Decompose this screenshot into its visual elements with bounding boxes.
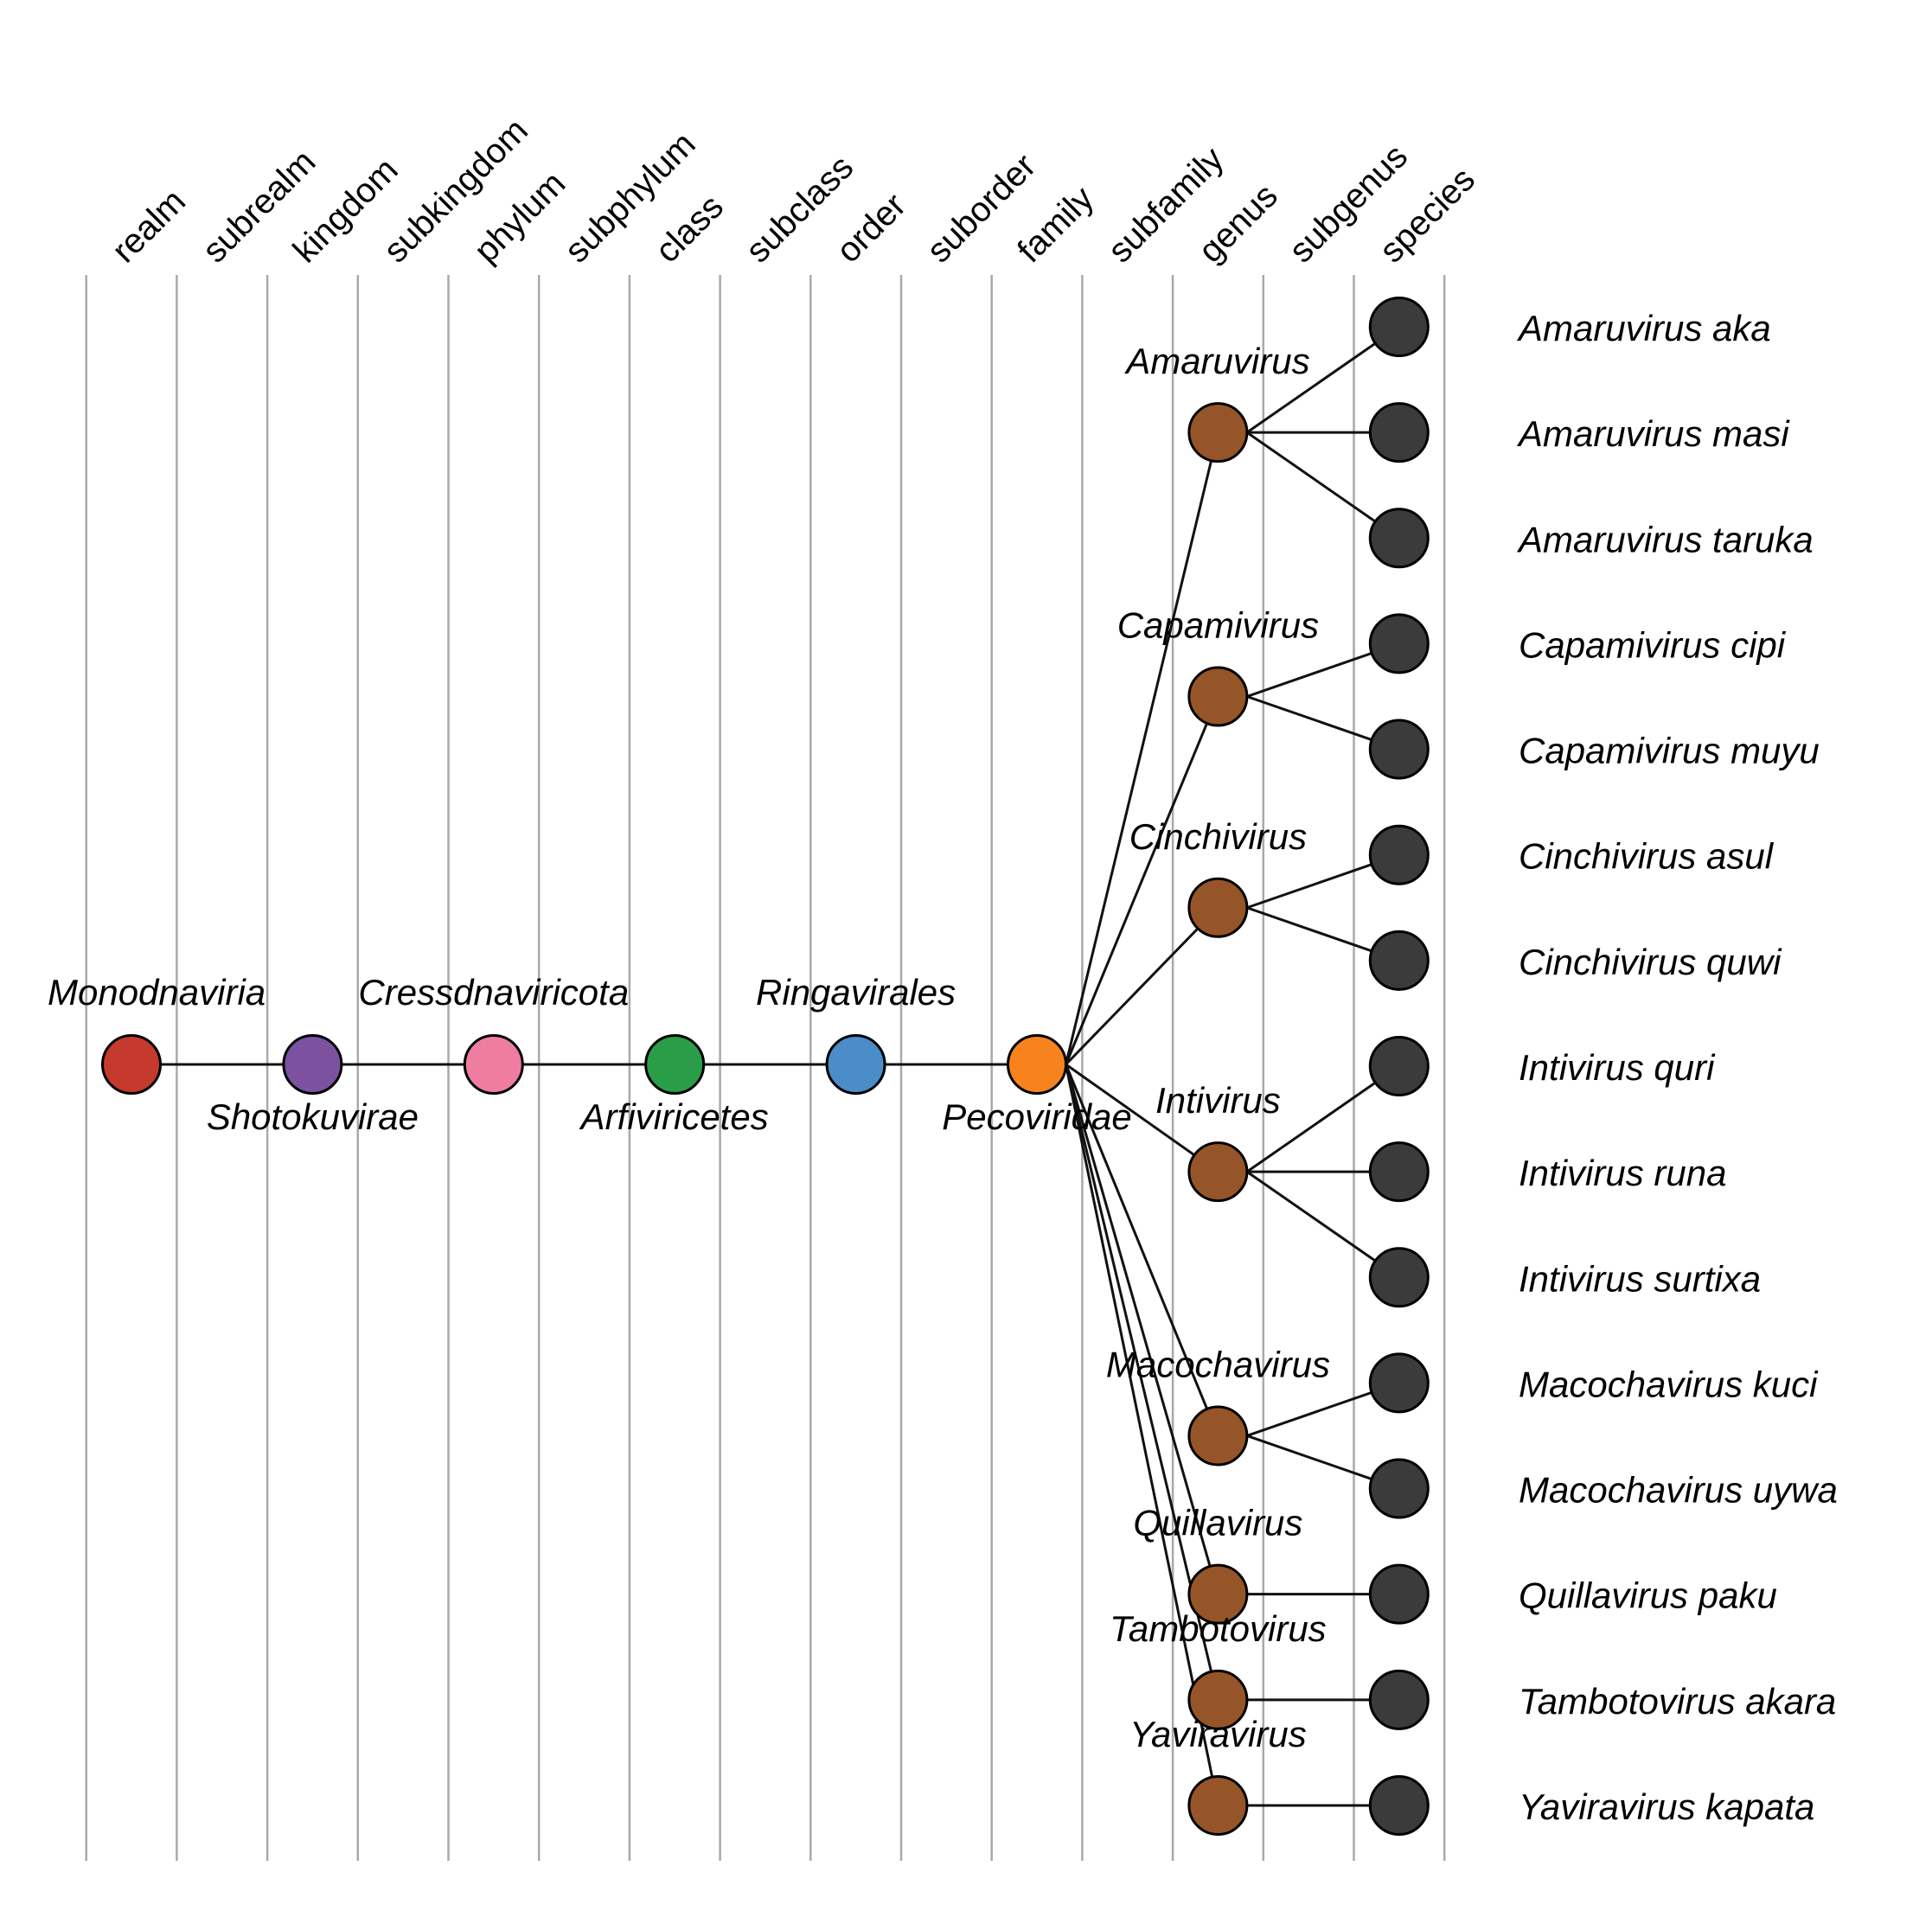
genus-to-species-edge	[1246, 325, 1400, 434]
label-shotokuvirae: Shotokuvirae	[207, 1096, 419, 1137]
node-species	[1368, 402, 1430, 463]
label-arfiviricetes: Arfiviricetes	[579, 1096, 769, 1137]
label-species: Tambotovirus akara	[1519, 1681, 1836, 1722]
label-cressdnaviricota: Cressdnaviricota	[358, 972, 629, 1013]
label-species: Intivirus quri	[1519, 1047, 1716, 1088]
label-genus-tambotovirus: Tambotovirus	[1110, 1608, 1327, 1649]
genus-to-species-edge	[1246, 431, 1400, 540]
family-to-genus-edge-quillavirus	[1065, 1064, 1219, 1595]
node-species	[1368, 1774, 1430, 1836]
rank-header-realm: realm	[105, 182, 193, 271]
label-species: Intivirus runa	[1519, 1153, 1726, 1193]
node-genus-amaruvirus	[1187, 402, 1249, 463]
label-genus-capamivirus: Capamivirus	[1117, 604, 1319, 645]
label-species: Amaruvirus aka	[1516, 308, 1771, 348]
label-species: Cinchivirus asul	[1519, 836, 1775, 877]
label-species: Yaviravirus kapata	[1519, 1786, 1814, 1827]
node-species	[1368, 508, 1430, 569]
node-species	[1368, 719, 1430, 780]
label-species: Macochavirus kuci	[1519, 1364, 1819, 1404]
node-species	[1368, 1563, 1430, 1625]
rank-header-family: family	[1010, 179, 1101, 270]
family-to-genus-edge-yaviravirus	[1065, 1064, 1219, 1806]
label-ringavirales: Ringavirales	[756, 972, 956, 1013]
node-species	[1368, 1035, 1430, 1096]
node-ringavirales	[825, 1034, 886, 1095]
rank-header-order: order	[829, 186, 913, 270]
node-genus-tambotovirus	[1187, 1669, 1249, 1730]
label-genus-quillavirus: Quillavirus	[1133, 1503, 1302, 1543]
node-species	[1368, 930, 1430, 991]
node-shotokuvirae	[282, 1034, 343, 1095]
node-cressdnaviricota	[463, 1034, 524, 1095]
label-monodnaviria: Monodnaviria	[48, 972, 265, 1013]
label-species: Intivirus surtixa	[1519, 1258, 1761, 1299]
family-to-genus-edge-amaruvirus	[1065, 431, 1219, 1065]
node-genus-yaviravirus	[1187, 1774, 1249, 1836]
node-species	[1368, 1141, 1430, 1203]
label-genus-yaviravirus: Yaviravirus	[1129, 1714, 1307, 1754]
label-species: Capamivirus muyu	[1519, 731, 1820, 771]
label-species: Quillavirus paku	[1519, 1575, 1777, 1616]
node-genus-quillavirus	[1187, 1563, 1249, 1625]
node-arfiviricetes	[644, 1034, 706, 1095]
node-genus-macochavirus	[1187, 1405, 1249, 1467]
label-species: Amaruvirus masi	[1516, 413, 1790, 454]
label-species: Capamivirus cipi	[1519, 624, 1787, 665]
node-species	[1368, 613, 1430, 674]
label-genus-cinchivirus: Cinchivirus	[1129, 816, 1307, 857]
node-genus-capamivirus	[1187, 666, 1249, 727]
label-genus-intivirus: Intivirus	[1155, 1080, 1281, 1121]
label-genus-amaruvirus: Amaruvirus	[1123, 341, 1309, 381]
node-pecoviridae	[1007, 1034, 1067, 1095]
family-to-genus-edge-cinchivirus	[1065, 906, 1219, 1066]
node-species	[1368, 1669, 1430, 1730]
node-species	[1368, 1458, 1430, 1519]
label-species: Cinchivirus quwi	[1519, 942, 1782, 982]
family-to-genus-edge-capamivirus	[1065, 695, 1219, 1065]
rank-header-class: class	[648, 188, 731, 271]
label-genus-macochavirus: Macochavirus	[1106, 1344, 1330, 1384]
node-species	[1368, 1247, 1430, 1308]
genus-to-species-edge	[1246, 1064, 1400, 1173]
node-genus-cinchivirus	[1187, 877, 1249, 938]
label-pecoviridae: Pecoviridae	[942, 1096, 1131, 1137]
family-to-genus-edge-intivirus	[1065, 1063, 1219, 1173]
node-species	[1368, 297, 1430, 357]
node-species	[1368, 824, 1430, 885]
genus-to-species-edge	[1246, 1170, 1400, 1279]
family-to-genus-edge-macochavirus	[1065, 1064, 1219, 1437]
node-genus-intivirus	[1187, 1141, 1249, 1203]
node-species	[1368, 1352, 1430, 1414]
label-species: Macochavirus uywa	[1519, 1470, 1838, 1511]
node-monodnaviria	[101, 1034, 162, 1095]
label-species: Amaruvirus taruka	[1516, 519, 1814, 559]
